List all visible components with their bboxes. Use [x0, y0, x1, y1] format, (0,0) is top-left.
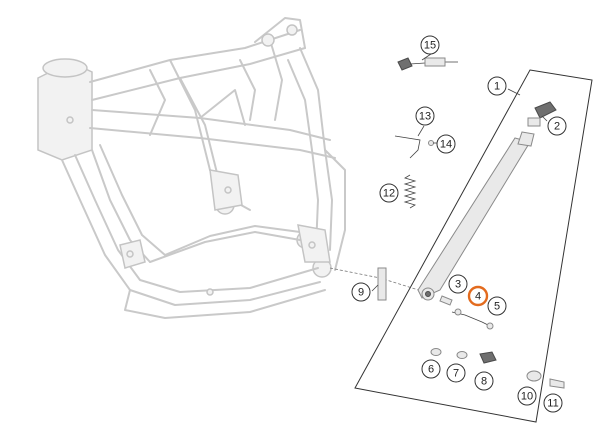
callout-circle	[351, 282, 371, 302]
callout-label: 9	[358, 287, 364, 299]
callout-circle	[487, 296, 507, 316]
callout-circle	[421, 359, 441, 379]
side-stand-part	[417, 131, 535, 301]
callout-10: 10	[517, 386, 537, 406]
callout-circle	[474, 371, 494, 391]
sensor-part	[397, 57, 458, 71]
callout-label: 8	[481, 376, 487, 388]
callout-label: 6	[428, 364, 434, 376]
stand-foot-part	[527, 101, 557, 127]
callout-label: 15	[424, 40, 436, 52]
leader-2	[541, 115, 548, 122]
callout-11: 11	[543, 393, 563, 413]
callout-circle	[547, 116, 567, 136]
washer-part-7	[456, 351, 468, 359]
callout-label: 13	[419, 111, 431, 123]
callout-circle	[487, 76, 507, 96]
callout-1: 1	[487, 76, 507, 96]
callout-8: 8	[474, 371, 494, 391]
callout-2: 2	[547, 116, 567, 136]
leader-15	[421, 53, 432, 61]
spring-part	[403, 174, 417, 209]
bracket-part	[377, 267, 387, 301]
callout-5: 5	[487, 296, 507, 316]
callout-circle	[420, 35, 440, 55]
callout-6: 6	[421, 359, 441, 379]
bushing-part-10	[526, 370, 542, 382]
washer-part-6	[430, 348, 442, 356]
nut-part-8	[479, 351, 497, 364]
callout-12: 12	[379, 183, 399, 203]
callout-label: 11	[547, 398, 558, 410]
callout-circle	[543, 393, 563, 413]
motorcycle-frame	[37, 17, 346, 319]
callout-circle	[448, 274, 468, 294]
sensor-bracket-part	[394, 135, 421, 159]
callout-circle	[415, 106, 435, 126]
callout-7: 7	[446, 363, 466, 383]
callout-circle	[446, 363, 466, 383]
callout-label: 12	[383, 188, 395, 200]
callout-circle	[467, 285, 489, 307]
callout-label: 7	[453, 368, 459, 380]
leader-9	[371, 284, 379, 292]
callout-9: 9	[351, 282, 371, 302]
callout-label: 5	[494, 301, 500, 313]
callout-label: 4	[475, 291, 481, 303]
callout-label: 10	[521, 391, 533, 403]
callout-label: 2	[554, 121, 560, 133]
callout-circle	[436, 134, 456, 154]
callout-3: 3	[448, 274, 468, 294]
part-group-box	[354, 69, 593, 423]
callout-label: 3	[455, 279, 461, 291]
bolt-part	[439, 295, 453, 306]
callout-label: 14	[440, 139, 452, 151]
screw-part-11	[549, 378, 565, 389]
callout-15: 15	[420, 35, 440, 55]
callout-circle	[517, 386, 537, 406]
callout-label: 1	[494, 81, 500, 93]
leader-13	[417, 125, 425, 137]
callout-14: 14	[436, 134, 456, 154]
callout-circle	[379, 183, 399, 203]
leader-1	[507, 88, 521, 96]
callout-13: 13	[415, 106, 435, 126]
callout-4: 4	[467, 285, 489, 307]
